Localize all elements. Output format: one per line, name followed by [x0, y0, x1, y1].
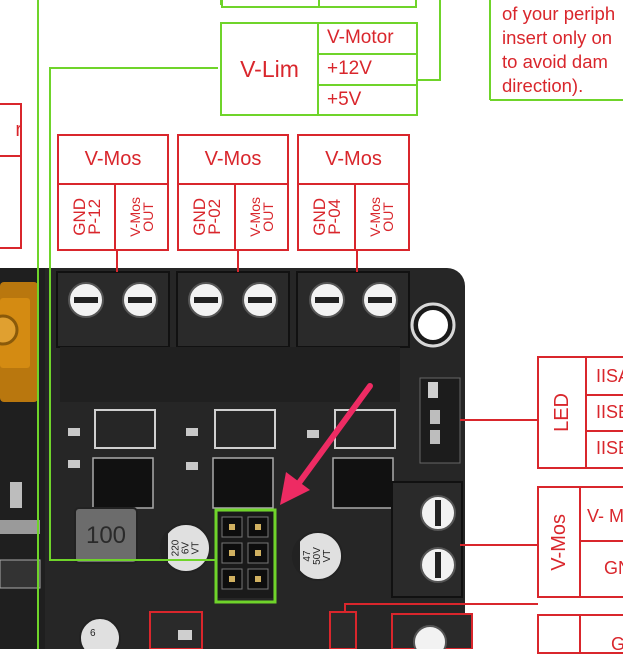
inductor-label: 100	[85, 521, 127, 549]
vmos-1-out-label: V-Mos OUT	[126, 197, 156, 237]
terminal-block-2	[176, 271, 290, 348]
vmos-2-gnd-label: GND P-02	[189, 198, 224, 236]
vmos-3-header: V-Mos	[325, 148, 382, 170]
terminal-block-1	[56, 271, 170, 348]
vlim-box: V-Lim V-Motor +12V +5V	[220, 22, 418, 116]
vmos-1-gnd-label: GND P-12	[69, 198, 104, 236]
vmos-box-1: V-Mos GND P-12 V-Mos OUT	[57, 134, 169, 251]
vmos-right-box: V-Mos V- M GN	[537, 486, 623, 598]
vmos-box-2: V-Mos GND P-02 V-Mos OUT	[177, 134, 289, 251]
vmos-right-pin-1: V- M	[587, 506, 623, 526]
led-pin-2: IISB	[596, 402, 623, 422]
vmos-3-out-label: V-Mos OUT	[367, 197, 396, 237]
vmos-2-header: V-Mos	[204, 148, 262, 170]
led-box: LED IISA IISB IISB	[537, 356, 623, 469]
vlim-label: V-Lim	[240, 55, 299, 82]
vmos-2-out-label: V-Mos OUT	[246, 197, 276, 237]
note-line-4: direction).	[502, 75, 584, 96]
left-partial-label-box: r	[0, 103, 22, 249]
vlim-option-12v: +12V	[327, 58, 372, 79]
vlim-option-5v: +5V	[327, 89, 362, 110]
cap-small-label: 6	[90, 628, 96, 639]
led-pin-3: IISB	[596, 438, 623, 458]
pointer-arrow-icon	[280, 383, 373, 505]
left-partial-label-text: r	[15, 119, 22, 141]
red-leader-lines	[116, 250, 538, 612]
vmos-1-header: V-Mos	[84, 148, 142, 170]
vmos-right-pin-2: GN	[604, 558, 623, 578]
note-line-2: insert only on	[502, 27, 613, 48]
vmos-right-label: V-Mos	[547, 513, 570, 571]
vlim-option-vmotor: V-Motor	[327, 27, 394, 48]
led-pin-1: IISA	[596, 366, 623, 386]
green-leader-lines	[37, 0, 623, 649]
note-text: of your periph insert only on to avoid d…	[502, 2, 623, 98]
bottom-right-partial-box: G	[537, 614, 623, 654]
vmos-box-3: V-Mos GND P-04 V-Mos OUT	[297, 134, 410, 251]
cap-right-label: 47 50V VT	[301, 547, 333, 565]
cap-left-label: 220 6V VT	[170, 539, 201, 557]
terminal-block-3	[296, 271, 410, 348]
top-green-box-partial	[221, 0, 417, 8]
note-line-1: of your periph	[502, 3, 616, 24]
led-label: LED	[550, 393, 573, 432]
bottom-right-partial-text: G	[611, 634, 623, 654]
note-line-3: to avoid dam	[502, 51, 608, 72]
vmos-3-gnd-label: GND P-04	[309, 198, 344, 236]
